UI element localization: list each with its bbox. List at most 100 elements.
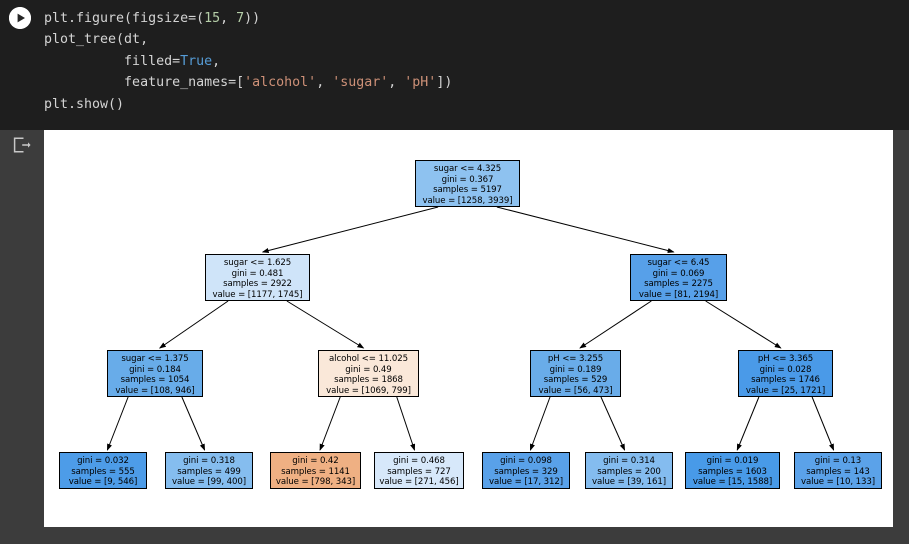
- code-line-4: feature_names=['alcohol', 'sugar', 'pH']…: [44, 72, 909, 93]
- code-token: )): [244, 11, 261, 26]
- tree-node-line-2: gini = 0.028: [759, 364, 812, 375]
- run-cell-button[interactable]: [9, 7, 31, 29]
- code-token: 'alcohol': [244, 75, 317, 91]
- tree-node-line-3: samples = 529: [543, 375, 608, 386]
- tree-edge: [496, 206, 675, 254]
- tree-node-line-1: gini = 0.314: [603, 456, 655, 466]
- code-line-3: filled=True,: [44, 51, 909, 72]
- code-token: ,: [220, 11, 237, 26]
- tree-node-line-2: gini = 0.49: [345, 364, 392, 375]
- code-cell: plt.figure(figsize=(15, 7)) plot_tree(dt,…: [0, 0, 909, 130]
- tree-node-line-2: gini = 0.184: [129, 364, 181, 375]
- tree-edge: [106, 396, 129, 451]
- code-token: filled=: [44, 53, 181, 69]
- tree-edge: [181, 396, 206, 451]
- decision-tree-edges: [106, 206, 835, 451]
- tree-node-line-1: gini = 0.42: [292, 456, 339, 466]
- code-token: ]): [436, 75, 453, 91]
- tree-node-line-1: gini = 0.019: [706, 456, 759, 466]
- tree-node-line-1: gini = 0.032: [77, 456, 129, 466]
- code-cell-gutter: [0, 0, 44, 130]
- code-token: plt.show(): [44, 96, 125, 112]
- tree-node-line-2: gini = 0.481: [231, 268, 284, 279]
- code-token: ,: [316, 75, 333, 91]
- code-editor[interactable]: plt.figure(figsize=(15, 7)) plot_tree(dt,…: [44, 8, 909, 115]
- tree-node-line-4: value = [1177, 1745]: [212, 289, 303, 300]
- tree-node-line-3: value = [17, 312]: [489, 477, 563, 488]
- tree-node-line-4: value = [81, 2194]: [638, 289, 719, 300]
- tree-edge: [286, 300, 365, 349]
- code-token: plot_tree(dt,: [44, 32, 149, 48]
- tree-node-line-2: samples = 200: [597, 466, 661, 477]
- tree-node-line-1: gini = 0.468: [393, 456, 445, 466]
- tree-node-line-1: alcohol <= 11.025: [329, 354, 408, 364]
- tree-node-line-3: value = [271, 456]: [379, 477, 459, 488]
- code-token: True: [180, 53, 213, 69]
- tree-node-line-3: samples = 5197: [433, 185, 502, 196]
- code-token: 'sugar': [332, 75, 389, 91]
- code-token: feature_names=[: [44, 75, 245, 91]
- tree-node-line-2: samples = 555: [71, 466, 135, 477]
- tree-edge: [705, 300, 782, 349]
- tree-node-line-1: sugar <= 1.375: [121, 354, 189, 364]
- tree-node-line-1: gini = 0.318: [183, 456, 235, 466]
- tree-node-line-2: gini = 0.069: [652, 268, 705, 279]
- tree-edge: [600, 396, 626, 451]
- code-line-2: plot_tree(dt,: [44, 29, 909, 50]
- output-export-icon[interactable]: [13, 137, 31, 153]
- tree-node-line-3: value = [9, 546]: [68, 477, 138, 488]
- code-line-5: plt.show(): [44, 94, 909, 115]
- tree-edge: [579, 300, 652, 349]
- tree-node-line-4: value = [25, 1721]: [745, 385, 826, 396]
- tree-node-line-3: samples = 1868: [334, 375, 403, 386]
- tree-edge: [811, 396, 835, 451]
- tree-node-line-2: gini = 0.189: [549, 364, 602, 375]
- tree-node-line-1: pH <= 3.365: [757, 354, 814, 364]
- code-token: 7: [236, 11, 245, 26]
- tree-node-line-4: value = [1069, 799]: [326, 385, 411, 396]
- play-icon: [9, 7, 31, 29]
- tree-node-line-3: value = [798, 343]: [275, 477, 356, 488]
- output-export-icon-glyph: [13, 137, 31, 153]
- tree-edge: [736, 396, 760, 451]
- tree-node-line-3: samples = 1746: [751, 375, 820, 386]
- code-token: 15: [204, 11, 221, 26]
- code-token: 'pH': [404, 75, 437, 91]
- code-token: plt.figure(figsize=(: [44, 11, 205, 26]
- tree-node-line-1: sugar <= 4.325: [433, 164, 502, 174]
- tree-node-line-4: value = [56, 473]: [538, 385, 613, 396]
- tree-node-line-2: samples = 329: [494, 466, 558, 477]
- tree-node-line-3: samples = 1054: [120, 375, 190, 386]
- tree-node-line-3: value = [15, 1588]: [692, 477, 773, 488]
- tree-node-line-2: gini = 0.367: [441, 174, 494, 185]
- code-token: ,: [212, 53, 221, 69]
- tree-node-line-4: value = [108, 946]: [115, 385, 195, 396]
- tree-node-line-2: samples = 499: [177, 466, 241, 477]
- tree-node-line-1: gini = 0.098: [500, 456, 552, 466]
- tree-node-line-1: sugar <= 1.625: [223, 258, 292, 268]
- tree-node-line-1: pH <= 3.255: [547, 354, 604, 364]
- tree-node-line-3: value = [99, 400]: [172, 477, 246, 488]
- tree-node-line-2: samples = 1141: [281, 466, 350, 477]
- tree-node-line-2: samples = 727: [387, 466, 451, 477]
- code-token: ,: [388, 75, 405, 91]
- tree-edge: [158, 300, 229, 349]
- tree-node-line-1: gini = 0.13: [814, 456, 862, 466]
- tree-node-line-1: sugar <= 6.45: [647, 258, 710, 268]
- tree-node-line-3: samples = 2275: [644, 279, 713, 290]
- tree-edge: [261, 206, 439, 254]
